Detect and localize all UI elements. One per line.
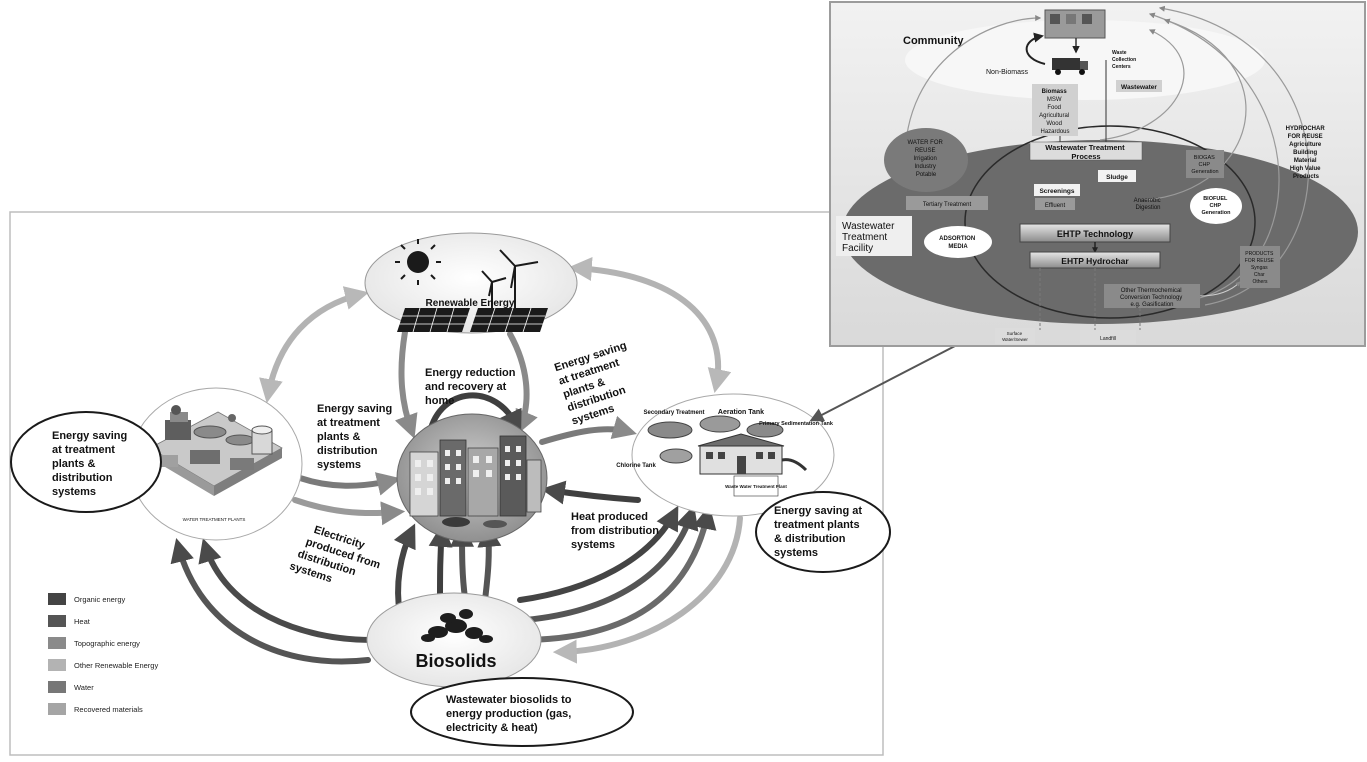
biosolids-node: Biosolids [366, 592, 542, 688]
water-treatment-plant-node: WATER TREATMENT PLANTS [129, 387, 303, 541]
arrow-renewable-waterplant [259, 286, 370, 404]
inset-connector-arrow [809, 345, 956, 422]
sun-icon [395, 239, 441, 285]
callout-left-line: systems [52, 486, 96, 498]
water-plant-illustration [149, 405, 283, 496]
flow-text-line: home [425, 395, 454, 407]
biosolids-label: Biosolids [415, 651, 496, 671]
flow-text-heat: Heat produced from distribution systems [571, 511, 662, 551]
legend-label: Other Renewable Energy [74, 661, 158, 670]
callout-right-line: & distribution [774, 533, 846, 545]
water-treatment-caption: WATER TREATMENT PLANTS [183, 517, 246, 522]
flow-text-line: Heat produced [571, 511, 648, 523]
callout-bottom-line: electricity & heat) [446, 722, 538, 734]
arrow-renewable-city [394, 329, 418, 439]
callout-left-line: distribution [52, 472, 113, 484]
svg-text:Energy saving at treatme: Energy saving at treatment plants & dist… [774, 505, 865, 559]
arrow-wwtp-city-heat [540, 480, 641, 505]
flow-text-line: distribution [317, 445, 378, 457]
callout-left: Energy saving at treatment plants & dist… [10, 411, 162, 513]
legend-label: Organic energy [74, 595, 126, 604]
callout-left-line: at treatment [52, 444, 115, 456]
wwtp-primary-label: Primary Sedimentation Tank [759, 421, 834, 427]
arrow-city-wwtp [539, 415, 637, 445]
arrow-biosolids-wwtp-2 [522, 505, 699, 623]
wwtp-illustration [647, 415, 808, 497]
legend-label: Topographic energy [74, 639, 140, 648]
flow-text-line: systems [317, 459, 361, 471]
biosolids-pile-icon [421, 609, 493, 643]
svg-text:Energy saving at treatme: Energy saving at treatment plants & dist… [52, 430, 130, 498]
flow-arrows [99, 257, 743, 665]
svg-text:Wastewater biosolids to: Wastewater biosolids to energy productio… [446, 694, 575, 734]
flow-text-line: systems [571, 539, 615, 551]
callout-left-line: plants & [52, 458, 95, 470]
city-buildings-illustration [409, 435, 542, 528]
wwtp-aeration-label: Aeration Tank [718, 409, 764, 416]
flow-text-energy-reduction: Energy reduction and recovery at home [425, 367, 519, 407]
legend-label: Heat [74, 617, 91, 626]
flow-text-line: Energy reduction [425, 367, 516, 379]
arrow-waterplant-city [297, 472, 402, 496]
arrow-wwtp-biosolids [552, 515, 743, 664]
wwtp-plant-label: Waste Water Treatment Plant [725, 484, 787, 489]
wwtp-secondary-label: Secondary Treatment [643, 410, 704, 416]
legend-swatch [48, 659, 66, 671]
callout-bottom: Wastewater biosolids to energy productio… [410, 677, 634, 747]
legend-label: Recovered materials [74, 705, 143, 714]
wind-turbine-icon [481, 249, 539, 312]
arrow-waterplant-city-2 [292, 497, 406, 526]
callout-bottom-line: energy production (gas, [446, 708, 571, 720]
arrow-biosolids-waterplant-1 [198, 538, 375, 643]
arrow-biosolids-city-1 [428, 522, 453, 603]
legend-swatch [48, 593, 66, 605]
city-node [396, 413, 548, 543]
arrow-biosolids-waterplant-2 [170, 538, 371, 665]
legend-label: Water [74, 683, 94, 692]
callout-right-line: Energy saving at [774, 505, 862, 517]
legend-swatch [48, 681, 66, 693]
legend-swatch [48, 615, 66, 627]
arrow-renewable-city-2 [507, 331, 538, 435]
arrow-home-loop [427, 392, 522, 435]
legend-swatch [48, 637, 66, 649]
callout-right: Energy saving at treatment plants & dist… [755, 491, 891, 573]
callout-right-line: systems [774, 547, 818, 559]
flow-text-line: from distribution [571, 525, 659, 537]
flow-text-line: plants & [317, 431, 360, 443]
callout-left-line: Energy saving [52, 430, 127, 442]
renewable-energy-label: Renewable Energy [426, 298, 515, 309]
wwtp-chlorine-label: Chlorine Tank [616, 463, 656, 469]
arrow-renewable-wwtp [567, 257, 732, 394]
flow-text-line: and recovery at [425, 381, 507, 393]
arrow-biosolids-wwtp-3 [517, 504, 717, 643]
flow-text-line: Energy saving [317, 403, 392, 415]
renewable-energy-node: Renewable Energy [364, 232, 578, 334]
callout-bottom-line: Wastewater biosolids to [446, 694, 572, 706]
legend-swatch [48, 703, 66, 715]
callout-right-line: treatment plants [774, 519, 860, 531]
wastewater-treatment-plant-node: Secondary Treatment Aeration Tank Primar… [616, 393, 835, 517]
solar-panel-icon [397, 307, 548, 333]
flow-text-energy-saving-left: Energy saving at treatment plants & dist… [317, 403, 395, 471]
flow-text-line: at treatment [317, 417, 380, 429]
arrow-biosolids-wwtp-1 [517, 505, 679, 603]
